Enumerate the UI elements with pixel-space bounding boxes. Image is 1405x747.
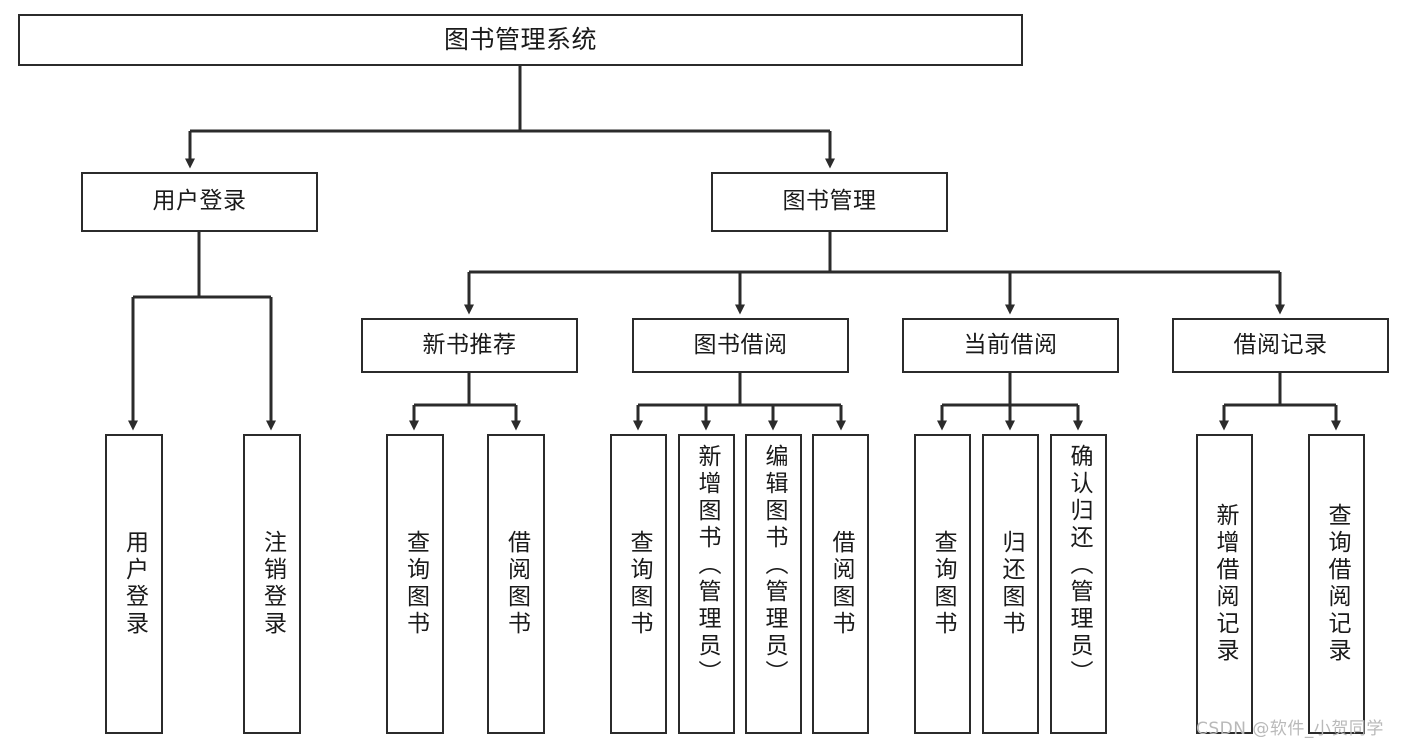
- node-label: 图书管理: [782, 188, 877, 215]
- node-leaf-borrow-book-2[interactable]: 借阅图书: [812, 434, 869, 734]
- node-leaf-query-borrow-record[interactable]: 查询借阅记录: [1308, 434, 1365, 734]
- node-label: 查询图书: [930, 530, 956, 638]
- node-leaf-query-book-3[interactable]: 查询图书: [914, 434, 971, 734]
- node-leaf-query-book-1[interactable]: 查询图书: [386, 434, 444, 734]
- node-book-borrow[interactable]: 图书借阅: [632, 318, 849, 373]
- node-current-borrow[interactable]: 当前借阅: [902, 318, 1119, 373]
- node-new-book-recommend[interactable]: 新书推荐: [361, 318, 578, 373]
- node-label: 用户登录: [121, 530, 148, 638]
- node-leaf-edit-book-admin[interactable]: 编辑图书（管理员）: [745, 434, 802, 734]
- node-label: 查询借阅记录: [1324, 503, 1350, 665]
- node-label: 新书推荐: [422, 331, 517, 358]
- node-root-system[interactable]: 图书管理系统: [18, 14, 1023, 66]
- node-label: 当前借阅: [963, 331, 1058, 358]
- node-label: 借阅图书: [503, 530, 530, 638]
- node-label: 编辑图书（管理员）: [761, 444, 787, 687]
- node-label: 图书借阅: [693, 331, 788, 358]
- node-user-login[interactable]: 用户登录: [81, 172, 318, 232]
- node-label: 用户登录: [152, 188, 247, 215]
- node-leaf-logout[interactable]: 注销登录: [243, 434, 301, 734]
- node-label: 新增借阅记录: [1212, 503, 1238, 665]
- node-leaf-query-book-2[interactable]: 查询图书: [610, 434, 667, 734]
- node-leaf-add-book-admin[interactable]: 新增图书（管理员）: [678, 434, 735, 734]
- node-leaf-add-borrow-record[interactable]: 新增借阅记录: [1196, 434, 1253, 734]
- node-label: 查询图书: [626, 530, 652, 638]
- node-borrow-records[interactable]: 借阅记录: [1172, 318, 1389, 373]
- node-leaf-return-book[interactable]: 归还图书: [982, 434, 1039, 734]
- watermark-text: CSDN @软件_小贺同学: [1196, 719, 1384, 739]
- node-leaf-user-login[interactable]: 用户登录: [105, 434, 163, 734]
- node-label: 查询图书: [402, 530, 429, 638]
- node-leaf-borrow-book-1[interactable]: 借阅图书: [487, 434, 545, 734]
- node-label: 注销登录: [259, 530, 286, 638]
- node-label: 图书管理系统: [443, 25, 597, 55]
- node-label: 确认归还（管理员）: [1066, 444, 1092, 687]
- node-leaf-confirm-return-admin[interactable]: 确认归还（管理员）: [1050, 434, 1107, 734]
- node-label: 借阅记录: [1233, 331, 1328, 358]
- node-book-management[interactable]: 图书管理: [711, 172, 948, 232]
- node-label: 归还图书: [998, 530, 1024, 638]
- node-label: 借阅图书: [828, 530, 854, 638]
- node-label: 新增图书（管理员）: [694, 444, 720, 687]
